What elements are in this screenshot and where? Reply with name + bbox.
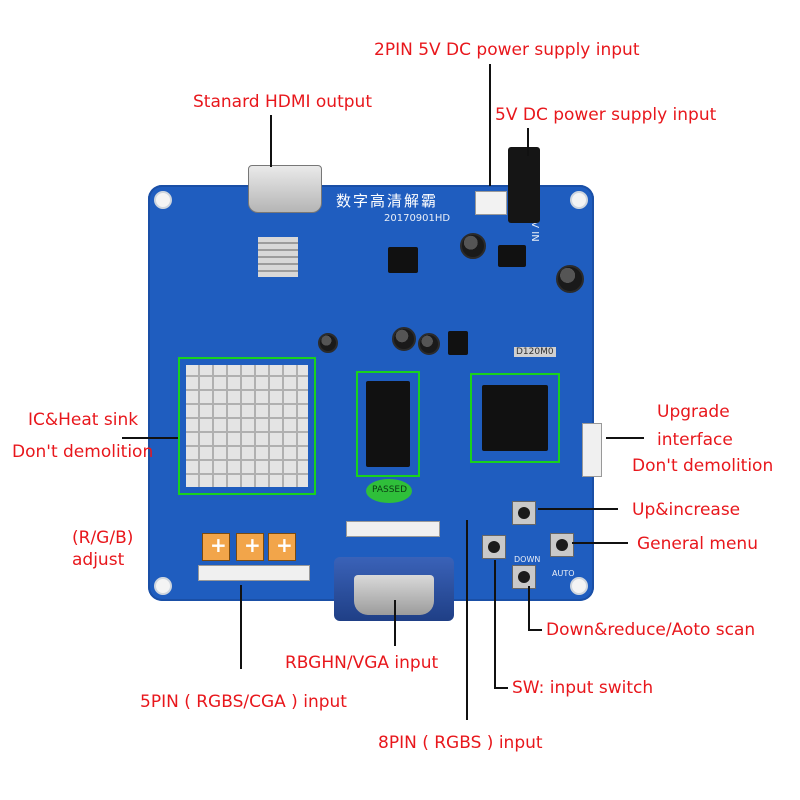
board-chinese-title: 数字高清解霸 [336, 192, 439, 210]
label-hdmi-output: Stanard HDMI output [193, 92, 372, 112]
leader-line-vga [394, 600, 396, 646]
crystal-marking: D120M0 [514, 347, 556, 357]
memory-chip [366, 381, 410, 467]
label-down-reduce: Down&reduce/Aoto scan [546, 620, 756, 640]
capacitor [318, 333, 338, 353]
label-upgrade-interface: interface [657, 430, 733, 450]
leader-line-menu [572, 542, 628, 544]
capacitor [418, 333, 440, 355]
down-reduce-button[interactable] [512, 565, 536, 589]
leader-line-2pin [489, 64, 491, 186]
input-switch-button[interactable] [482, 535, 506, 559]
label-vga-input: RBGHN/VGA input [285, 653, 439, 673]
auto-marking: AUTO [552, 569, 575, 578]
label-sw-switch: SW: input switch [512, 678, 654, 698]
leader-line-hdmi [270, 115, 272, 167]
8pin-header [346, 521, 440, 537]
leader-line-ic [122, 437, 178, 439]
label-up-increase: Up&increase [632, 500, 741, 520]
label-ic-heatsink-warning: Don't demolition [12, 442, 154, 462]
mount-hole [154, 577, 172, 595]
label-5pin-input: 5PIN ( RGBS/CGA ) input [140, 692, 347, 712]
upgrade-header [582, 423, 602, 477]
leader-line-upgrade [606, 437, 644, 439]
hdmi-connector [248, 165, 322, 213]
label-upgrade-warning: Don't demolition [632, 456, 774, 476]
leader-line-sw-v [494, 560, 496, 688]
label-upgrade: Upgrade [657, 402, 730, 422]
down-marking: DOWN [514, 555, 541, 564]
2pin-power-connector [475, 191, 507, 215]
blue-adjust-pot[interactable] [268, 533, 296, 561]
mount-hole [570, 577, 588, 595]
label-rgb-adjust: (R/G/B) [72, 528, 134, 548]
capacitor [556, 265, 584, 293]
pcb-board: 数字高清解霸 20170901HD DC 5V IN D120M0 PASSED… [148, 147, 602, 621]
leader-line-dc [527, 128, 529, 156]
leader-line-sw-h [494, 687, 508, 689]
passed-sticker [366, 479, 412, 503]
5pin-header [198, 565, 310, 581]
leader-line-up [538, 508, 618, 510]
regulator-chip [448, 331, 468, 355]
capacitor [392, 327, 416, 351]
dc-jack [508, 147, 540, 223]
leader-line-8pin [466, 520, 468, 720]
leader-line-down-h [528, 629, 542, 631]
label-dc-power: 5V DC power supply input [495, 105, 717, 125]
board-date-code: 20170901HD [384, 213, 451, 224]
memory-chip-highlight [356, 371, 420, 477]
mount-hole [154, 191, 172, 209]
capacitor [460, 233, 486, 259]
ic-heatsink-highlight [178, 357, 316, 495]
label-rgb-adjust-word: adjust [72, 550, 125, 570]
ic-chip [498, 245, 526, 267]
label-ic-heatsink: IC&Heat sink [28, 410, 139, 430]
ic-heatsink [186, 365, 308, 487]
up-increase-button[interactable] [512, 501, 536, 525]
label-general-menu: General menu [637, 534, 758, 554]
processor-chip [482, 385, 548, 451]
red-adjust-pot[interactable] [202, 533, 230, 561]
leader-line-down-v [528, 586, 530, 630]
passed-text: PASSED [372, 485, 408, 495]
ic-chip [388, 247, 418, 273]
leader-line-5pin [240, 585, 242, 669]
general-menu-button[interactable] [550, 533, 574, 557]
green-adjust-pot[interactable] [236, 533, 264, 561]
processor-chip-highlight [470, 373, 560, 463]
mount-hole [570, 191, 588, 209]
label-8pin-input: 8PIN ( RGBS ) input [378, 733, 543, 753]
hdmi-heatsink [258, 237, 298, 277]
label-2pin-power: 2PIN 5V DC power supply input [374, 40, 640, 60]
